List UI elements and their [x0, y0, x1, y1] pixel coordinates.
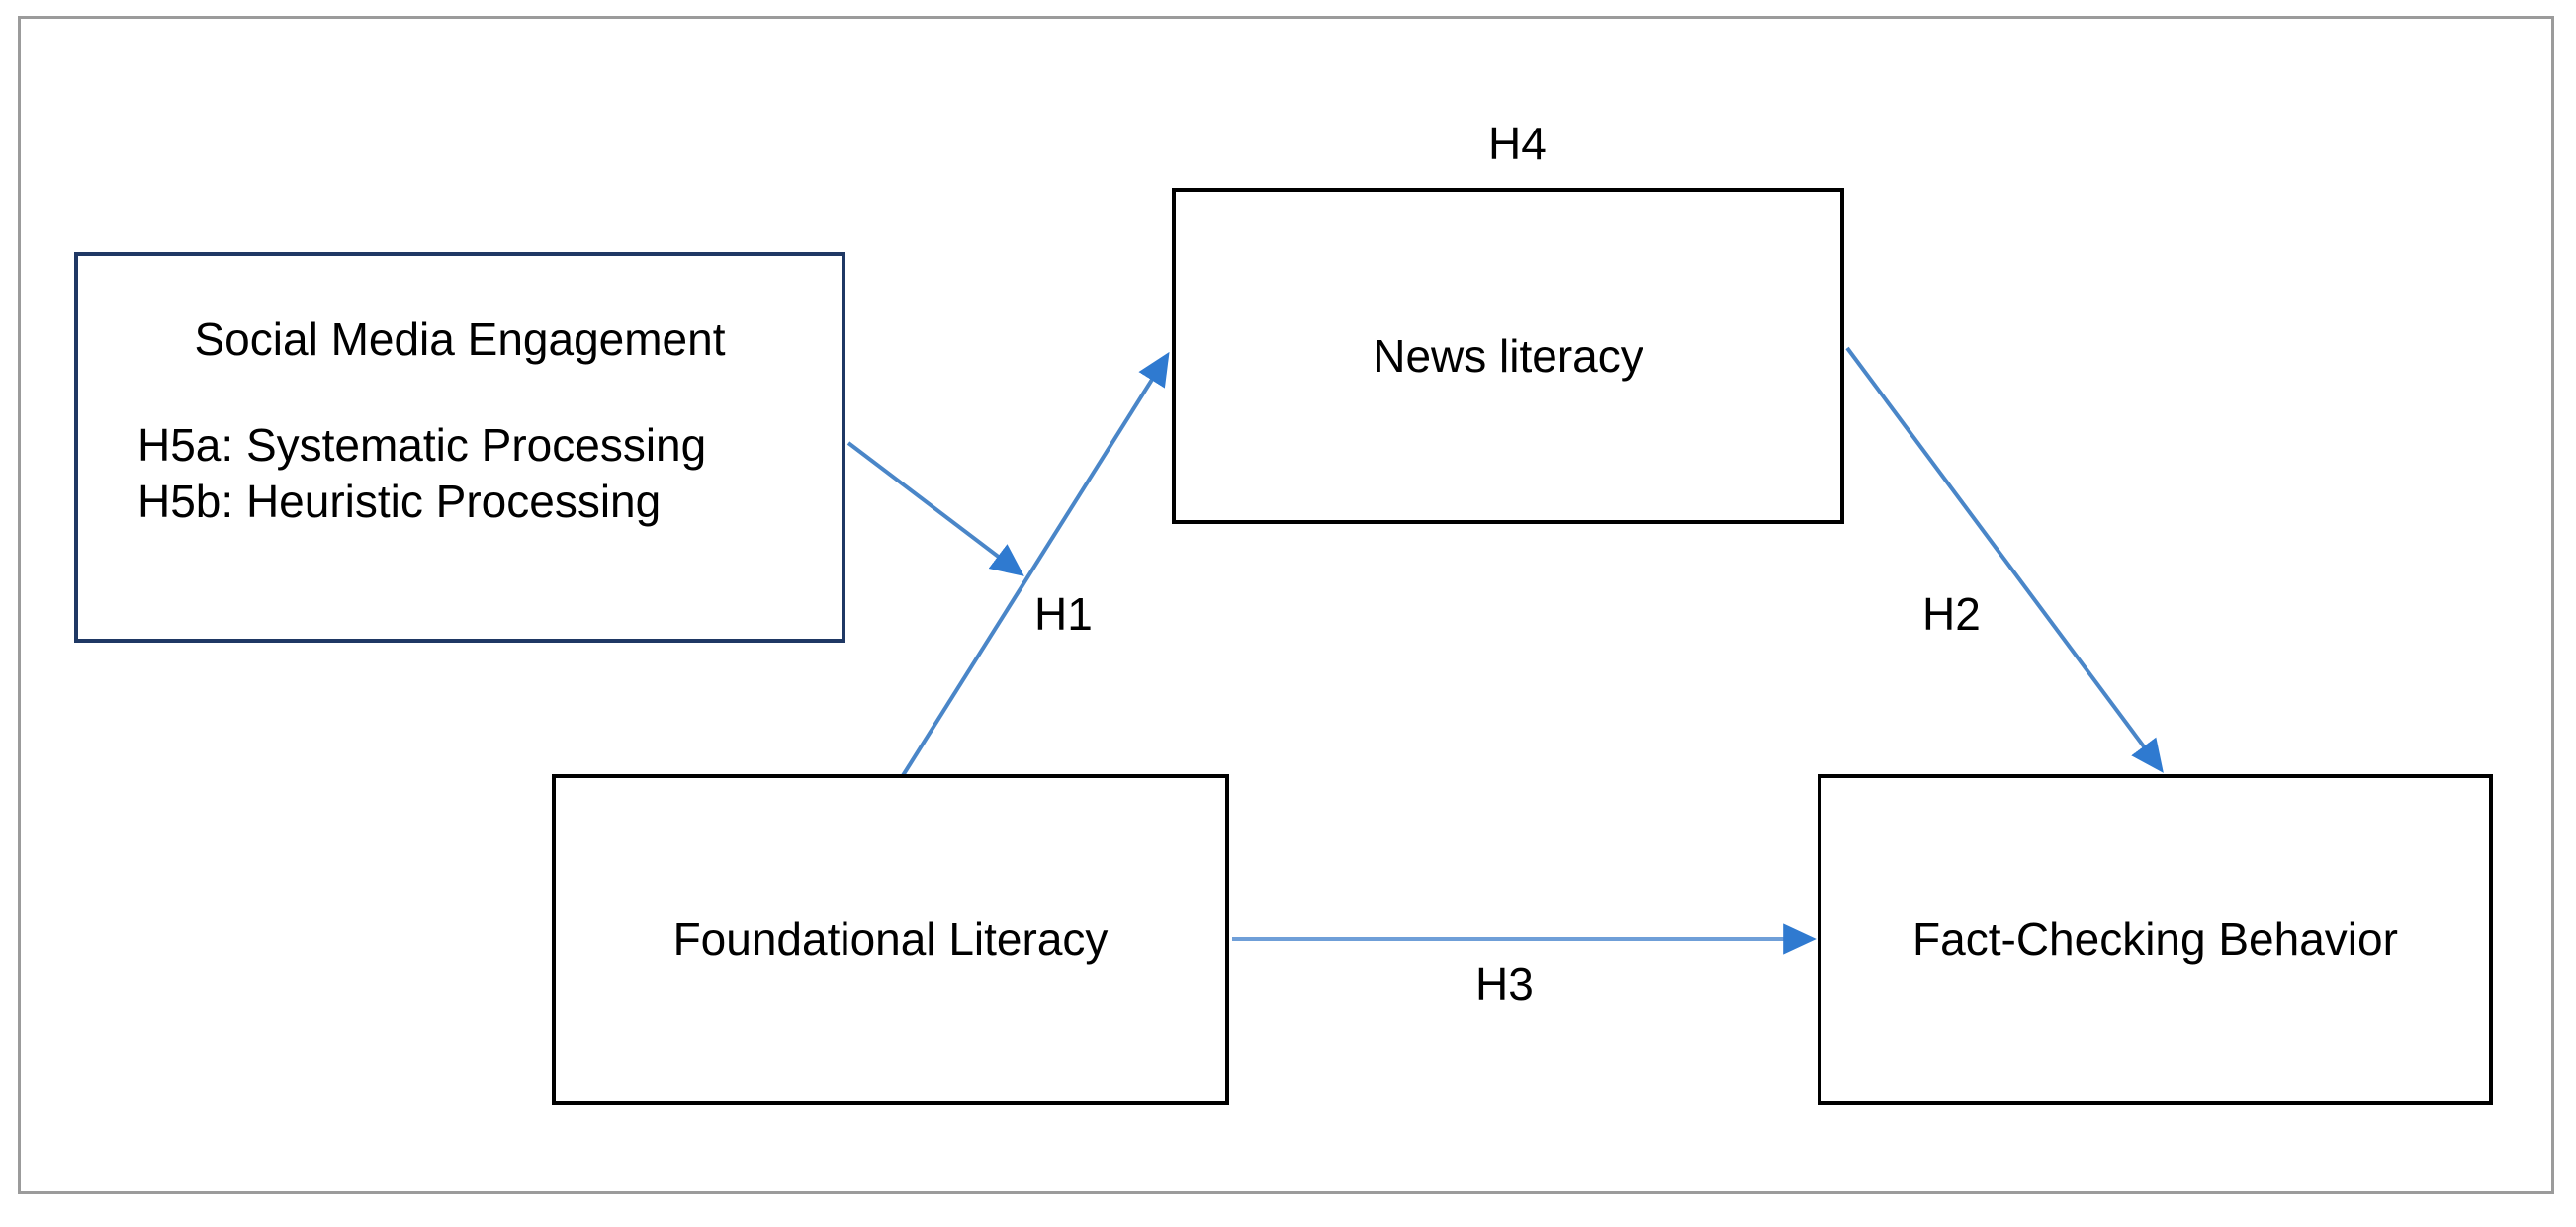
node-news-literacy-title: News literacy — [1373, 329, 1643, 382]
edge-label-h1: H1 — [1034, 588, 1093, 640]
edge-label-h3: H3 — [1475, 958, 1534, 1009]
node-fact-checking-behavior[interactable]: Fact-Checking Behavior — [1818, 774, 2493, 1105]
node-social-media-engagement-sublist: H5a: Systematic Processing H5b: Heuristi… — [78, 417, 842, 531]
node-fact-checking-behavior-title: Fact-Checking Behavior — [1912, 914, 2398, 966]
edge-label-h2: H2 — [1922, 588, 1981, 640]
node-foundational-literacy[interactable]: Foundational Literacy — [552, 774, 1229, 1105]
edge-label-h4: H4 — [1488, 118, 1547, 169]
node-social-media-engagement-title: Social Media Engagement — [194, 313, 726, 365]
node-news-literacy[interactable]: News literacy — [1172, 188, 1844, 524]
sub-item-h5a: H5a: Systematic Processing — [137, 418, 707, 471]
node-foundational-literacy-title: Foundational Literacy — [672, 914, 1109, 966]
node-social-media-engagement[interactable]: Social Media Engagement H5a: Systematic … — [74, 252, 845, 643]
sub-item-h5b: H5b: Heuristic Processing — [137, 476, 662, 528]
